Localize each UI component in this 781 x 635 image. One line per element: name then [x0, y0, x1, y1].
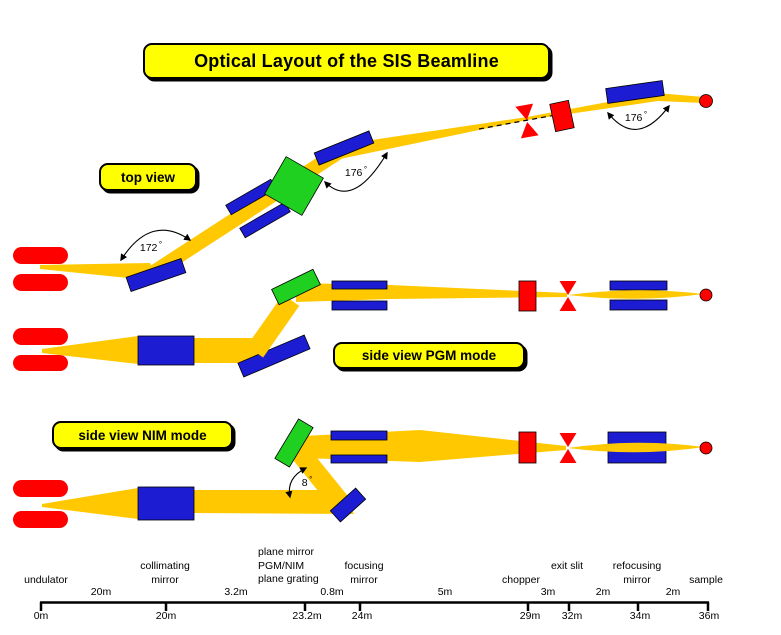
- angle-arc-8-nim: [285, 467, 308, 499]
- nim-view-label-text: side view NIM mode: [78, 427, 207, 443]
- beam-focus-dashed-line: [478, 113, 562, 130]
- beam-nim-grating-to-mirror: [287, 440, 349, 510]
- undulator-magnet-nim-2: [13, 511, 68, 528]
- beam-nim-to-grating: [194, 490, 354, 514]
- top-view-label: top view: [99, 163, 197, 191]
- chopper-blade-lower: [520, 121, 539, 139]
- nim-view-label: side view NIM mode: [52, 421, 233, 449]
- focusing-mirror-nim-top: [330, 430, 388, 441]
- axis-interval-3m: 3m: [540, 586, 556, 598]
- undulator-magnet-top-2: [13, 274, 68, 291]
- exit-slit-nim: [559, 433, 577, 463]
- exit-slit-jaw-upper: [559, 281, 577, 295]
- beam-refocus-to-sample: [656, 93, 704, 103]
- refocusing-mirror-pgm-top: [609, 280, 668, 291]
- axis-ticklabel-32m: 32m: [561, 610, 583, 622]
- chopper-pgm: [518, 280, 537, 312]
- chopper-blade-upper: [515, 103, 534, 121]
- diagram-title: Optical Layout of the SIS Beamline: [143, 43, 550, 79]
- axis-label-exit-slit: exit slit: [550, 560, 584, 572]
- undulator-magnet-pgm-1: [13, 328, 68, 345]
- beam-nim-to-exit-slit: [420, 430, 566, 462]
- side-view-nim: [13, 418, 713, 528]
- axis-interval-3-2m: 3.2m: [224, 586, 248, 598]
- angle-arc-176-mono: [323, 151, 388, 192]
- axis-label-focusing-mirror: focusing mirror: [344, 560, 384, 586]
- axis-interval-2m-a: 2m: [595, 586, 611, 598]
- axis-label-refocusing-mirror: refocusing mirror: [612, 560, 662, 586]
- axis-ticklabel-23-2m: 23.2m: [292, 610, 322, 622]
- axis-ticklabel-34m: 34m: [629, 610, 651, 622]
- side-view-pgm: [13, 268, 713, 378]
- undulator-magnet-pgm-2: [13, 355, 68, 371]
- pgm-view-label-text: side view PGM mode: [361, 348, 497, 363]
- collimating-mirror-top-view: [125, 257, 187, 293]
- collimating-mirror-nim: [137, 486, 195, 521]
- axis-ticklabel-36m: 36m: [698, 610, 720, 622]
- exit-slit-jaw-lower: [559, 297, 577, 311]
- plane-mirror-top-view: [264, 156, 324, 216]
- chopper-nim: [518, 431, 537, 464]
- sample-top-view: [699, 94, 713, 108]
- axis-label-chopper: chopper: [502, 574, 540, 586]
- beam-pgm-refocus-lens: [568, 290, 703, 299]
- focusing-mirror-pgm-bottom: [331, 300, 388, 311]
- axis-ticklabel-29m: 29m: [519, 610, 541, 622]
- collimating-mirror-pgm: [137, 335, 195, 366]
- focusing-mirror-pgm-top: [331, 280, 388, 290]
- refocusing-mirror-top-view: [605, 80, 665, 104]
- beam-pgm-source: [42, 336, 138, 364]
- axis-interval-5m: 5m: [437, 586, 453, 598]
- axis-interval-20m: 20m: [90, 586, 112, 598]
- exit-slit-jaw-upper: [559, 433, 577, 447]
- undulator-magnet-nim-1: [13, 480, 68, 497]
- axis-ticklabel-0m: 0m: [33, 610, 49, 622]
- exit-slit-top-view: [549, 99, 575, 133]
- sample-nim: [699, 441, 713, 455]
- angle-label-176-mono: 176°: [344, 164, 368, 180]
- plane-mirror-pgm: [271, 268, 321, 306]
- top-view-label-text: top view: [120, 169, 175, 185]
- axis-interval-0-8m: 0.8m: [320, 586, 344, 598]
- axis-label-plane-mirror-grating: plane mirror PGM/NIM plane grating: [258, 546, 319, 585]
- undulator-magnet-top-1: [13, 247, 68, 264]
- axis-ticklabel-20m: 20m: [155, 610, 177, 622]
- angle-label-8-nim: 8°: [301, 474, 313, 490]
- chopper-top-view: [515, 103, 539, 139]
- pgm-view-label: side view PGM mode: [333, 342, 525, 369]
- focusing-mirror-nim-bottom: [330, 454, 388, 464]
- axis-label-collimating-mirror: collimating mirror: [140, 560, 190, 586]
- distance-axis: [39, 601, 710, 611]
- top-view: [13, 80, 713, 293]
- beam-pgm-to-exit-slit: [390, 285, 567, 299]
- refocusing-mirror-pgm-bottom: [609, 299, 668, 311]
- plane-mirror-nim: [274, 418, 314, 468]
- axis-label-sample: sample: [689, 574, 723, 586]
- angle-label-172: 172°: [139, 239, 163, 255]
- sample-pgm: [699, 288, 713, 302]
- angle-arc-172: [120, 229, 192, 262]
- beam-nim-source: [42, 488, 138, 519]
- axis-interval-2m-b: 2m: [665, 586, 681, 598]
- exit-slit-jaw-lower: [559, 449, 577, 463]
- diagram-title-text: Optical Layout of the SIS Beamline: [194, 50, 499, 71]
- beam-pgm-grating-to-mirror: [246, 294, 300, 358]
- angle-label-176-refocus: 176°: [624, 109, 648, 125]
- axis-label-undulator: undulator: [24, 574, 68, 586]
- plane-grating-nim: [329, 487, 367, 523]
- beam-monochromator-to-slit: [338, 117, 527, 159]
- plane-grating-pgm: [237, 334, 311, 378]
- axis-ticklabel-24m: 24m: [351, 610, 373, 622]
- exit-slit-pgm: [559, 281, 577, 311]
- beam-nim-refocus-lens: [568, 442, 704, 453]
- angle-arc-176-refocus: [607, 104, 670, 130]
